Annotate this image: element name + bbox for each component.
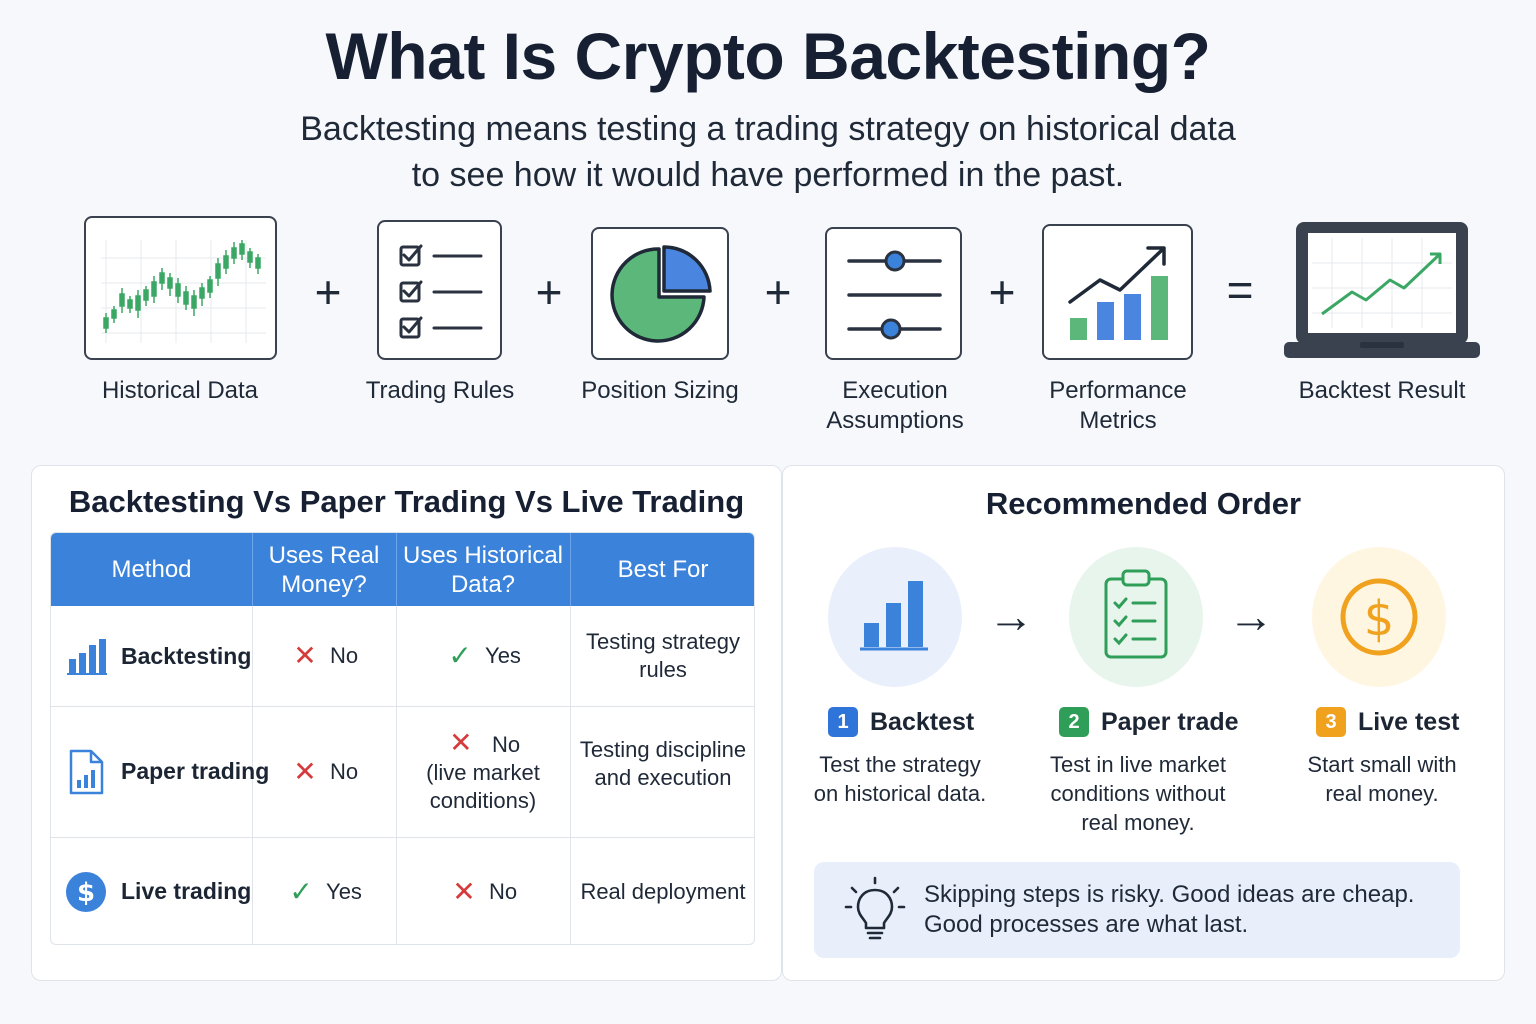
arrow-right-icon: →	[1228, 590, 1274, 642]
paper-trade-step-circle	[1069, 547, 1203, 687]
step-backtest-description: Test the strategy on historical data.	[813, 752, 987, 806]
check-icon: ✓	[448, 640, 472, 671]
plus-sign-1: +	[314, 266, 342, 318]
backtest-step-circle	[828, 547, 962, 687]
equals-sign: =	[1226, 264, 1254, 316]
header-historical-data: Uses Historical Data?	[396, 533, 570, 606]
execution-assumptions-label: Execution Assumptions	[826, 377, 964, 434]
cross-icon: ✕	[293, 755, 317, 787]
execution-assumptions-card	[825, 227, 962, 360]
step-number-badge: 3	[1316, 707, 1346, 737]
bar-chart-trend-icon	[1068, 246, 1168, 340]
real-money-cell: ✕ No	[252, 706, 396, 837]
tip-text: Skipping steps is risky. Good ideas are …	[924, 881, 1415, 938]
historical-data-label: Historical Data	[101, 377, 259, 404]
historical-cell: ✕ No	[396, 837, 570, 944]
best-for-cell: Testing discipline and execution	[579, 737, 747, 790]
tip-box: Skipping steps is risky. Good ideas are …	[814, 862, 1460, 958]
arrow-right-icon: →	[988, 590, 1034, 642]
laptop-chart-icon	[1284, 222, 1480, 358]
plus-sign-3: +	[764, 266, 792, 318]
header-real-money: Uses Real Money?	[252, 533, 396, 606]
best-for-cell: Testing strategy rules	[585, 629, 741, 682]
trading-rules-card	[377, 220, 502, 360]
step-paper-trade-description: Test in live market conditions without r…	[1049, 752, 1227, 835]
step-number-badge: 2	[1059, 707, 1089, 737]
historical-data-card	[84, 216, 277, 360]
cross-icon: ✕	[449, 726, 473, 758]
step-backtest-title: 1 Backtest	[828, 707, 974, 737]
lightbulb-icon	[844, 876, 906, 940]
real-money-cell: ✓ Yes	[252, 837, 396, 944]
method-paper-trading: Paper trading	[65, 706, 269, 837]
position-sizing-label: Position Sizing	[581, 377, 739, 404]
candlestick-chart-icon	[101, 240, 266, 343]
step-live-test-title: 3 Live test	[1316, 707, 1459, 737]
historical-cell: ✕ No (live market conditions)	[426, 726, 540, 813]
subtitle-line-2: to see how it would have performed in th…	[411, 156, 1125, 194]
cross-icon: ✕	[452, 875, 476, 907]
backtest-result-label: Backtest Result	[1298, 377, 1466, 404]
document-chart-icon	[69, 749, 104, 794]
performance-metrics-label: Performance Metrics	[1049, 377, 1187, 434]
svg-text:$: $	[77, 878, 95, 908]
method-live-trading: $ Live trading	[65, 837, 251, 944]
dollar-icon: $	[66, 871, 106, 912]
subtitle: Backtesting means testing a trading stra…	[0, 106, 1536, 198]
comparison-title: Backtesting Vs Paper Trading Vs Live Tra…	[68, 484, 745, 519]
plus-sign-4: +	[988, 266, 1016, 318]
historical-cell: ✓ Yes	[396, 606, 570, 706]
check-icon: ✓	[289, 875, 313, 907]
method-backtesting: Backtesting	[65, 606, 251, 706]
comparison-table: Method Uses Real Money? Uses Historical …	[50, 532, 755, 945]
bar-chart-icon	[67, 639, 107, 675]
header-best-for: Best For	[570, 533, 754, 606]
pie-chart-icon	[610, 245, 712, 343]
cross-icon: ✕	[293, 640, 317, 671]
position-sizing-card	[591, 227, 729, 360]
svg-text:$: $	[1364, 591, 1395, 647]
clipboard-checklist-icon	[1104, 569, 1168, 659]
plus-sign-2: +	[535, 266, 563, 318]
checklist-icon	[399, 244, 483, 339]
performance-metrics-card	[1042, 224, 1193, 360]
subtitle-line-1: Backtesting means testing a trading stra…	[300, 110, 1236, 148]
live-test-step-circle: $	[1312, 547, 1446, 687]
best-for-cell: Real deployment	[580, 878, 746, 904]
step-paper-trade-title: 2 Paper trade	[1059, 707, 1239, 737]
bar-chart-icon	[860, 581, 928, 651]
page-title: What Is Crypto Backtesting?	[325, 19, 1211, 93]
header-method: Method	[51, 533, 252, 606]
sliders-icon	[847, 250, 942, 340]
real-money-cell: ✕ No	[252, 606, 396, 706]
step-live-test-description: Start small with real money.	[1307, 752, 1457, 806]
dollar-coin-icon: $	[1340, 578, 1418, 656]
recommended-order-title: Recommended Order	[985, 486, 1302, 521]
step-number-badge: 1	[828, 707, 858, 737]
trading-rules-label: Trading Rules	[365, 377, 515, 404]
